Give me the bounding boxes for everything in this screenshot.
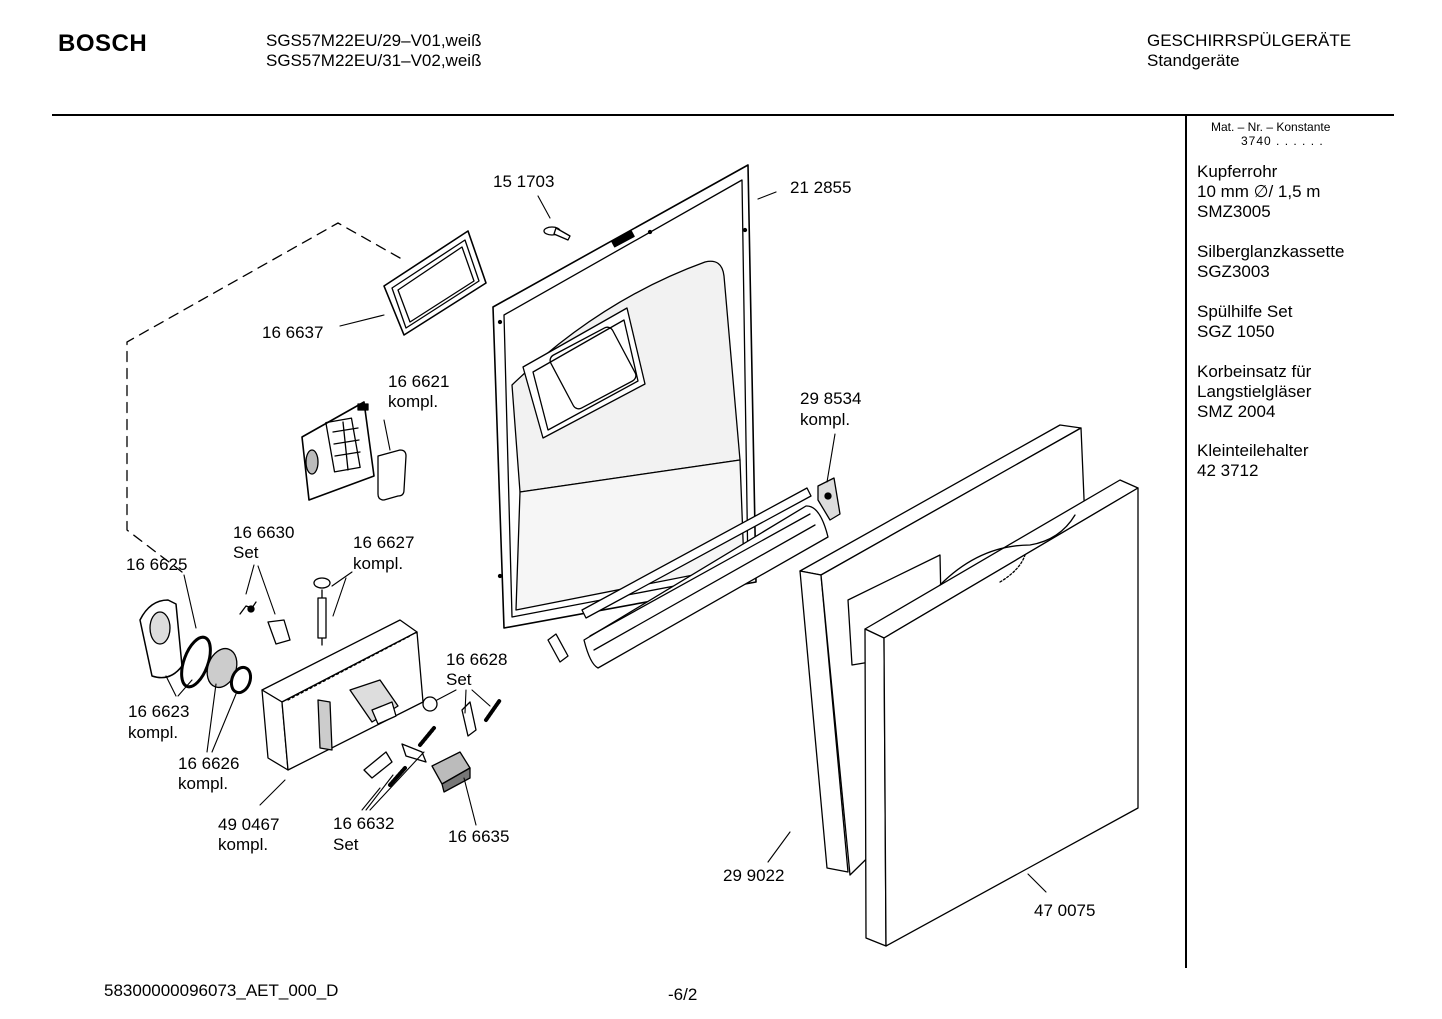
part-label-166627: 16 6627 bbox=[353, 533, 414, 552]
part-label-299022: 29 9022 bbox=[723, 866, 784, 885]
inner-door-panel bbox=[492, 164, 757, 629]
bottom-seal-strip bbox=[547, 487, 829, 669]
category-title: GESCHIRRSPÜLGERÄTE bbox=[1147, 31, 1352, 50]
part-label-212855: 21 2855 bbox=[790, 178, 851, 197]
part-label-166626-sub: kompl. bbox=[178, 774, 228, 793]
part-label-490467-sub: kompl. bbox=[218, 835, 268, 854]
part-label-166632: 16 6632 bbox=[333, 814, 394, 833]
brand-logo: BOSCH bbox=[58, 30, 148, 57]
accessory-glass-basket: Korbeinsatz für Langstielgläser SMZ 2004 bbox=[1197, 362, 1311, 422]
part-label-166623: 16 6623 bbox=[128, 702, 189, 721]
mat-number-title: Mat. – Nr. – Konstante bbox=[1211, 120, 1331, 134]
accessory-line: SGZ3003 bbox=[1197, 262, 1270, 281]
category-subtitle: Standgeräte bbox=[1147, 51, 1240, 70]
gasket-frame bbox=[383, 230, 487, 336]
part-label-166626: 16 6626 bbox=[178, 754, 239, 773]
model-line-1: SGS57M22EU/29–V01,weiß bbox=[266, 31, 482, 50]
pin-part bbox=[313, 577, 331, 646]
part-label-166623-sub: kompl. bbox=[128, 723, 178, 742]
microswitch-part bbox=[431, 751, 471, 793]
assembly-dashed-line bbox=[126, 222, 401, 573]
part-label-166630: 16 6630 bbox=[233, 523, 294, 542]
accessory-line: SMZ3005 bbox=[1197, 202, 1271, 221]
part-label-298534: 29 8534 bbox=[800, 389, 861, 408]
document-id: 58300000096073_AET_000_D bbox=[104, 981, 339, 1000]
part-label-166628-sub: Set bbox=[446, 670, 472, 689]
accessory-rinse-set: Spülhilfe Set SGZ 1050 bbox=[1197, 302, 1292, 342]
category-block: GESCHIRRSPÜLGERÄTE Standgeräte bbox=[1147, 31, 1351, 71]
model-list: SGS57M22EU/29–V01,weiß SGS57M22EU/31–V02… bbox=[266, 31, 481, 71]
model-line-2: SGS57M22EU/31–V02,weiß bbox=[266, 51, 482, 70]
hinge-part bbox=[817, 477, 841, 521]
mat-number-code: 3740 . . . . . . bbox=[1241, 134, 1324, 148]
part-label-166621: 16 6621 bbox=[388, 372, 449, 391]
part-label-298534-sub: kompl. bbox=[800, 410, 850, 429]
accessory-line: Langstielgläser bbox=[1197, 382, 1312, 401]
part-label-470075: 47 0075 bbox=[1034, 901, 1095, 920]
part-label-166628: 16 6628 bbox=[446, 650, 507, 669]
accessory-line: SMZ 2004 bbox=[1197, 402, 1276, 421]
part-label-151703: 15 1703 bbox=[493, 172, 554, 191]
accessory-silver-cassette: Silberglanzkassette SGZ3003 bbox=[1197, 242, 1344, 282]
part-label-166632-sub: Set bbox=[333, 835, 359, 854]
leader-lines bbox=[165, 191, 1047, 893]
part-label-166637: 16 6637 bbox=[262, 323, 323, 342]
part-label-166635: 16 6635 bbox=[448, 827, 509, 846]
accessory-copper-pipe: Kupferrohr 10 mm ∅/ 1,5 m SMZ3005 bbox=[1197, 162, 1320, 222]
lock-cover-part bbox=[139, 599, 253, 695]
part-label-166621-sub: kompl. bbox=[388, 392, 438, 411]
front-panel bbox=[864, 479, 1139, 947]
accessory-line: 42 3712 bbox=[1197, 461, 1259, 480]
lock-housing bbox=[261, 619, 424, 771]
screw-part bbox=[543, 226, 571, 241]
header-divider bbox=[52, 114, 1394, 116]
page-number: -6/2 bbox=[668, 985, 698, 1004]
part-label-166630-sub: Set bbox=[233, 543, 259, 562]
accessory-small-parts-holder: Kleinteilehalter 42 3712 bbox=[1197, 441, 1309, 481]
accessory-line: Korbeinsatz für bbox=[1197, 362, 1312, 381]
accessory-line: SGZ 1050 bbox=[1197, 322, 1275, 341]
dosing-cover bbox=[301, 401, 407, 501]
accessory-line: Kleinteilehalter bbox=[1197, 441, 1309, 460]
accessory-line: Spülhilfe Set bbox=[1197, 302, 1293, 321]
part-label-490467: 49 0467 bbox=[218, 815, 279, 834]
part-label-166625: 16 6625 bbox=[126, 555, 187, 574]
sidebar-divider bbox=[1185, 116, 1187, 968]
part-label-166627-sub: kompl. bbox=[353, 554, 403, 573]
accessory-line: 10 mm ∅/ 1,5 m bbox=[1197, 182, 1321, 201]
spring-lever-part bbox=[239, 601, 291, 645]
accessory-line: Kupferrohr bbox=[1197, 162, 1278, 181]
accessory-line: Silberglanzkassette bbox=[1197, 242, 1345, 261]
